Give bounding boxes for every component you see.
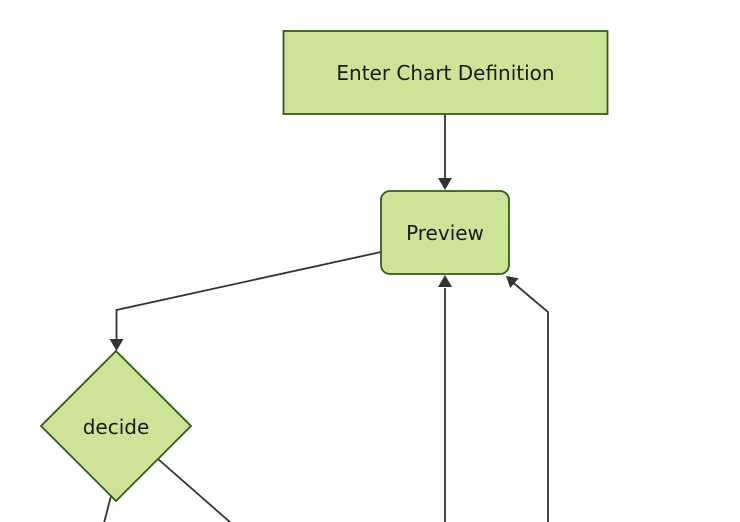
arrowhead-into-preview-bottom [438, 275, 452, 287]
edge-line [115, 251, 382, 341]
arrowhead-into-decide-top [109, 339, 124, 351]
preview-label: Preview [406, 221, 484, 245]
enter-chart-definition-box [282, 30, 609, 115]
node-enter-chart-definition: Enter Chart Definition [282, 30, 609, 115]
node-decide: decide [39, 349, 193, 503]
edge-decide-to-offscreen-bottom-left [103, 495, 112, 522]
edge-line [103, 495, 112, 522]
edge-enter-chart-definition-to-preview [438, 114, 452, 190]
edge-offscreen-to-preview-corner [506, 276, 549, 522]
arrowhead-into-preview-top [438, 178, 452, 190]
edge-preview-to-decide [109, 251, 382, 351]
arrowhead-into-preview-corner [506, 276, 519, 289]
decide-diamond [39, 349, 193, 503]
edge-line [512, 281, 549, 522]
edge-decide-to-offscreen-bottom-right [157, 458, 232, 522]
enter-chart-definition-label: Enter Chart Definition [336, 61, 554, 85]
edge-line [157, 458, 232, 522]
node-preview: Preview [380, 190, 510, 275]
decide-label: decide [83, 415, 150, 439]
preview-box [380, 190, 510, 275]
edge-offscreen-to-preview-bottom [438, 275, 452, 522]
